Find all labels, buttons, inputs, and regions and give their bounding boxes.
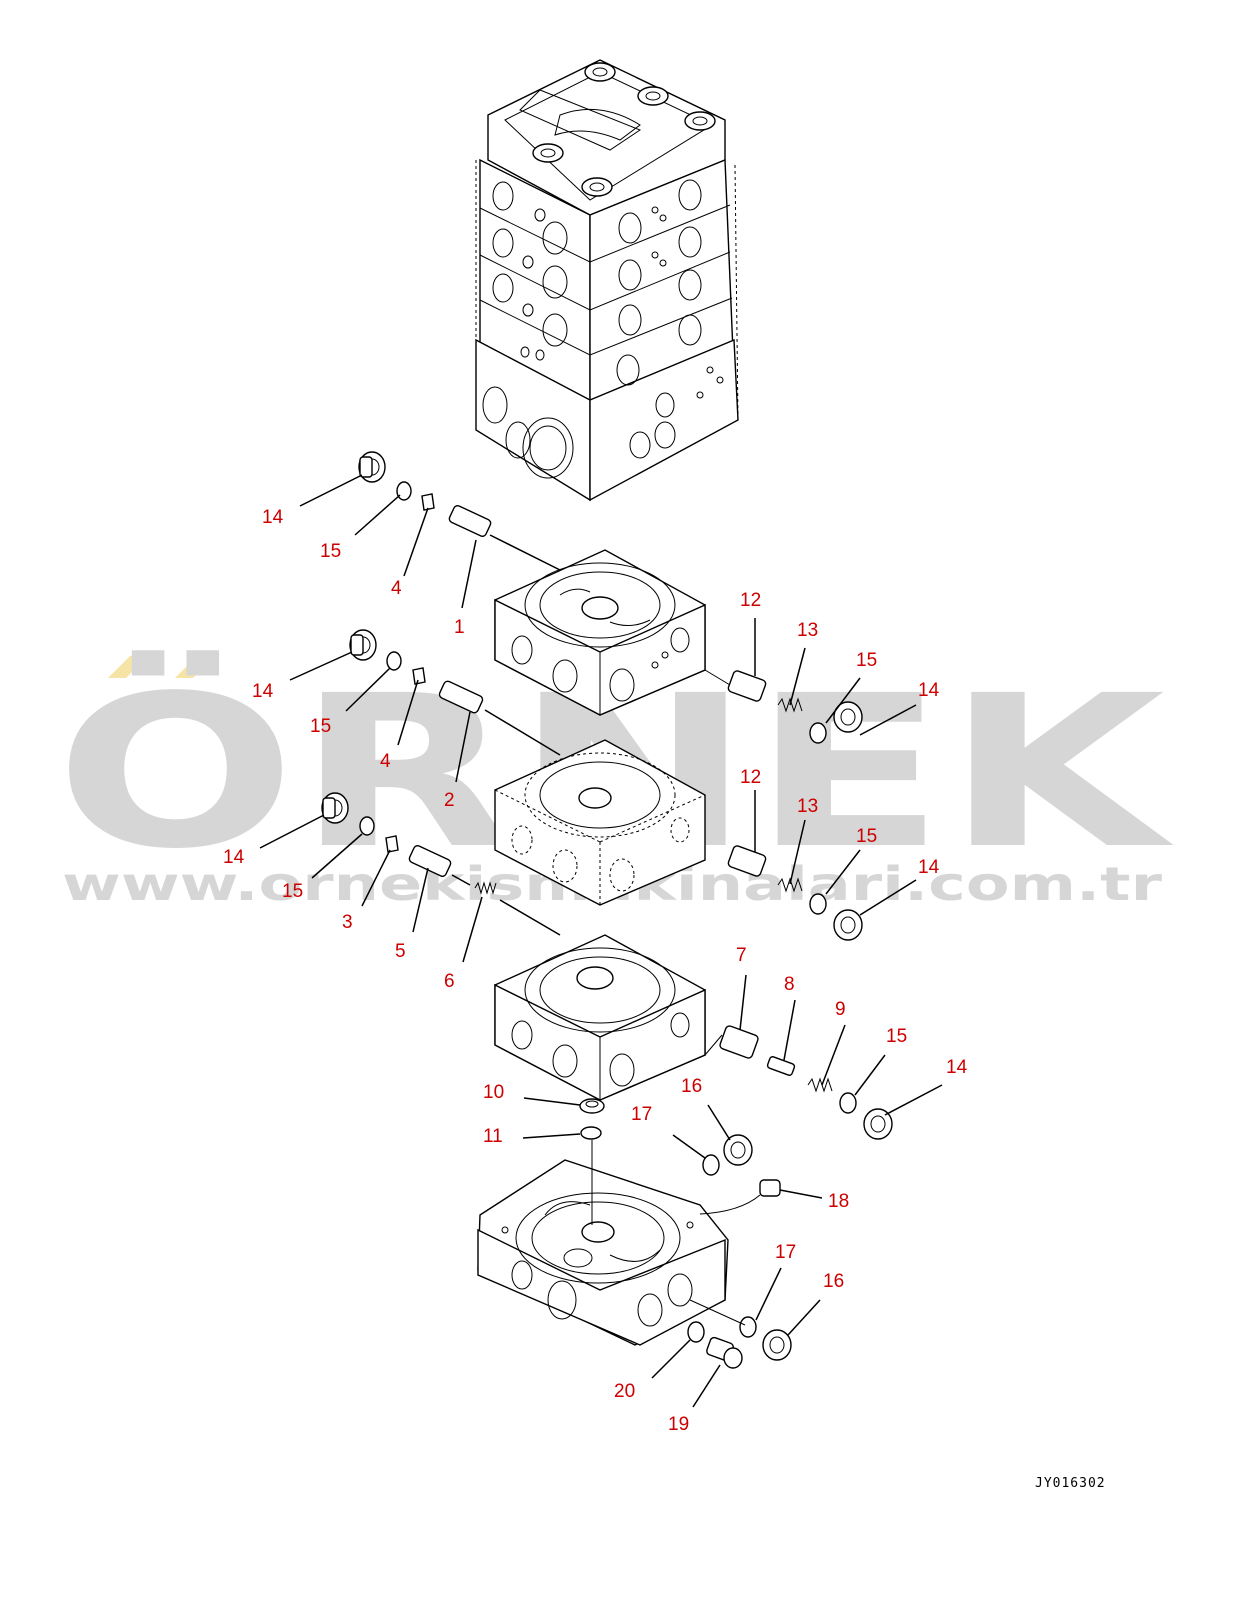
oring-17-lower <box>739 1316 757 1338</box>
callout-18: 18 <box>828 1191 849 1212</box>
plug-18 <box>759 1179 781 1197</box>
callout-12: 12 <box>740 590 761 611</box>
valve-section-2 <box>494 739 706 906</box>
oring-11 <box>580 1126 602 1140</box>
spool-5 <box>408 845 471 886</box>
oring-15-row1-right <box>809 722 827 744</box>
leader-lines <box>259 474 943 1408</box>
callout-17: 17 <box>631 1104 652 1125</box>
callout-14: 14 <box>946 1057 968 1078</box>
pin-8 <box>766 1056 796 1076</box>
callout-14: 14 <box>262 507 284 528</box>
callout-5: 5 <box>395 941 406 962</box>
plug-14-row2 <box>349 629 377 661</box>
oring-15-row2 <box>386 651 402 671</box>
callout-4: 4 <box>380 751 391 772</box>
callout-6: 6 <box>444 971 455 992</box>
small-parts <box>321 451 893 1369</box>
watermark-accent-right <box>175 656 215 678</box>
oring-15-row3 <box>359 816 375 836</box>
callout-4: 4 <box>391 578 402 599</box>
oring-17-upper <box>702 1154 720 1176</box>
plug-14-row1-right <box>833 701 863 733</box>
plug-14-row3 <box>321 792 349 824</box>
spring-13-row2 <box>777 877 803 893</box>
piston-12-row2 <box>727 845 767 877</box>
callout-19: 19 <box>668 1414 689 1435</box>
valve-section-3 <box>494 934 706 1101</box>
callout-14: 14 <box>223 847 245 868</box>
callout-8: 8 <box>784 974 795 995</box>
spring-6 <box>474 881 497 895</box>
oring-15-row3-right <box>839 1092 857 1114</box>
callout-14: 14 <box>918 857 940 878</box>
callout-16: 16 <box>823 1271 844 1292</box>
spool-2 <box>438 680 561 756</box>
callout-17: 17 <box>775 1242 796 1263</box>
piston-7 <box>719 1025 759 1059</box>
callout-15: 15 <box>310 716 331 737</box>
callout-15: 15 <box>856 650 877 671</box>
seat-10 <box>579 1098 605 1114</box>
plug-14-row2-right <box>833 909 863 941</box>
cap-3 <box>385 835 399 853</box>
callout-20: 20 <box>614 1381 635 1402</box>
inlet-housing <box>477 1159 729 1346</box>
drawing-code: JY016302 <box>1035 1476 1106 1491</box>
oring-15-row2-right <box>809 893 827 915</box>
oring-15-row1 <box>396 481 412 501</box>
callout-2: 2 <box>444 790 455 811</box>
callout-14: 14 <box>918 680 940 701</box>
callout-13: 13 <box>797 796 818 817</box>
plug-14-row3-right <box>863 1108 893 1140</box>
oring-20 <box>687 1321 705 1343</box>
bolt-19 <box>706 1336 743 1369</box>
callouts: 14 15 4 1 12 13 15 14 14 15 4 2 12 13 15… <box>223 507 968 1435</box>
cap-4-row1 <box>421 493 435 511</box>
callout-15: 15 <box>886 1026 907 1047</box>
spring-9 <box>807 1077 833 1093</box>
spring-13-row1 <box>777 697 803 713</box>
callout-10: 10 <box>483 1082 504 1103</box>
callout-15: 15 <box>856 826 877 847</box>
cap-4-row2 <box>412 667 426 685</box>
callout-11: 11 <box>483 1126 503 1147</box>
callout-3: 3 <box>342 912 353 933</box>
callout-15: 15 <box>320 541 341 562</box>
plug-16-lower <box>762 1329 792 1361</box>
callout-14: 14 <box>252 681 274 702</box>
watermark-accent-left <box>108 656 148 678</box>
main-valve-assembly <box>475 59 739 502</box>
callout-13: 13 <box>797 620 818 641</box>
callout-1: 1 <box>454 617 465 638</box>
piston-12-row1 <box>727 670 767 702</box>
callout-7: 7 <box>736 945 747 966</box>
valve-section-1 <box>494 549 706 716</box>
callout-12: 12 <box>740 767 761 788</box>
callout-15: 15 <box>282 881 303 902</box>
spool-1 <box>448 505 561 571</box>
plug-16-upper <box>723 1134 753 1166</box>
callout-9: 9 <box>835 999 846 1020</box>
plug-14-row1 <box>358 451 386 483</box>
callout-16: 16 <box>681 1076 702 1097</box>
